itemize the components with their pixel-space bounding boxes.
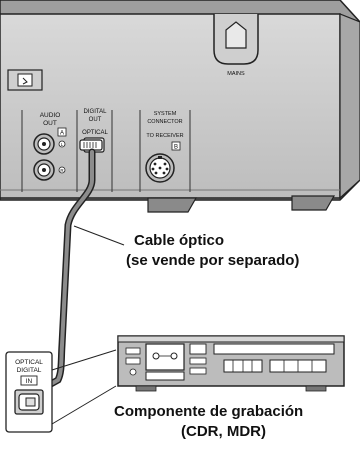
audio-out-section: AUDIO OUT A L R xyxy=(21,110,67,192)
optical-in-jack-icon xyxy=(14,389,44,415)
system-connector-section: SYSTEM CONNECTOR TO RECEIVER B xyxy=(139,110,191,192)
recorder-caption-line2: (CDR, MDR) xyxy=(181,423,266,440)
to-receiver-label: TO RECEIVER xyxy=(146,133,183,139)
audio-out-label-2: OUT xyxy=(43,120,57,127)
right-marker: R xyxy=(60,168,64,173)
cable-caption-line2: (se vende por separado) xyxy=(126,252,300,269)
optical-in-inset: OPTICAL DIGITAL IN xyxy=(5,349,117,433)
recorder-caption-line1: Componente de grabación xyxy=(114,403,304,420)
mains-label: MAINS xyxy=(227,71,245,77)
recording-component-icon xyxy=(117,335,345,392)
badge-b-label: B xyxy=(174,145,178,151)
left-marker: L xyxy=(61,142,64,147)
inset-in-badge xyxy=(20,375,38,386)
digital-out-label-1: DIGITAL xyxy=(84,109,108,115)
inset-in-label: IN xyxy=(26,378,33,385)
rca-jack-right-icon xyxy=(33,159,55,181)
optical-out-jack-icon xyxy=(79,137,105,153)
digital-out-label-2: OUT xyxy=(89,117,102,123)
digital-out-section: DIGITAL OUT OPTICAL xyxy=(76,109,113,192)
cable-pointer-line xyxy=(73,225,125,246)
inset-optical-label: OPTICAL xyxy=(15,359,43,366)
small-connector-icon xyxy=(7,69,43,91)
system-connector-label-2: CONNECTOR xyxy=(147,119,182,125)
rca-jack-left-icon xyxy=(33,133,55,155)
optical-cable xyxy=(36,148,96,394)
system-connector-label-1: SYSTEM xyxy=(154,111,177,117)
player-rear-panel xyxy=(0,0,360,213)
din-connector-icon xyxy=(145,153,175,183)
zoom-line-top xyxy=(51,349,117,371)
cable-caption-line1: Cable óptico xyxy=(134,232,225,249)
inset-digital-label: DIGITAL xyxy=(17,367,42,374)
zoom-line-bottom xyxy=(51,385,117,425)
badge-a-label: A xyxy=(60,131,64,137)
optical-label: OPTICAL xyxy=(82,130,108,136)
badge-a xyxy=(57,127,67,137)
badge-b xyxy=(171,141,181,151)
audio-out-label-1: AUDIO xyxy=(40,112,61,119)
mains-inlet-icon: MAINS xyxy=(213,14,259,77)
